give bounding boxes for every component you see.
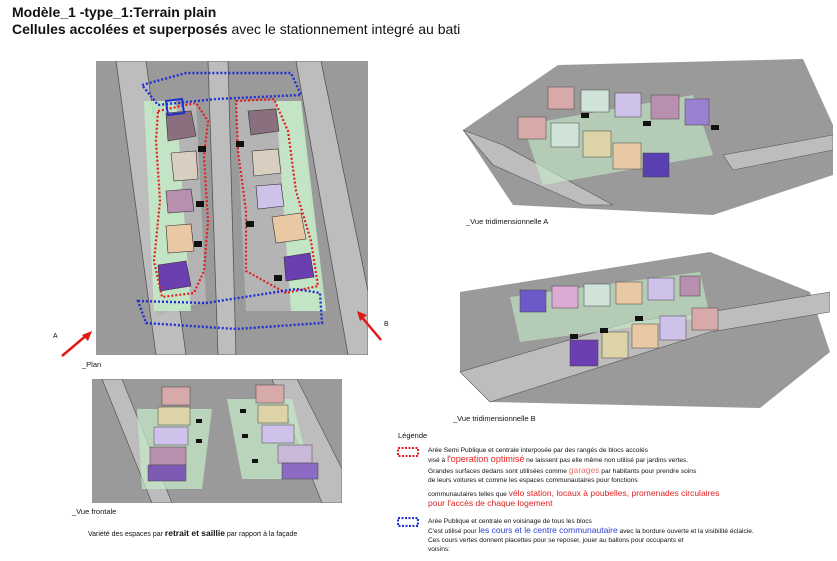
- plan-drawing: [96, 61, 368, 355]
- variety-bold: retrait et saillie: [164, 528, 225, 538]
- legend-red-line4: de leurs voitures et comme les espaces c…: [428, 477, 638, 484]
- frontal-view: [92, 379, 342, 503]
- view-b-caption: _Vue tridimensionnelle B: [453, 414, 536, 423]
- view-a: [463, 55, 833, 215]
- legend-title: Légende: [398, 431, 428, 440]
- plan-view: [96, 61, 368, 355]
- view-b: [460, 252, 830, 408]
- legend-blue-line2: C'est utilisé pour les cours et le centr…: [428, 525, 754, 536]
- subtitle-rest: avec le stationnement integré au bati: [227, 21, 461, 37]
- frontal-drawing: [92, 379, 342, 503]
- subtitle-bold: Cellules accolées et superposés: [12, 21, 228, 37]
- legend-red-line3: Grandes surfaces dedans sont utilisées c…: [428, 465, 697, 476]
- legend-blue-line4: voisins:: [428, 546, 450, 553]
- marker-a: A: [53, 333, 58, 340]
- legend-red-line5: communautaires telles que vélo station, …: [428, 488, 720, 499]
- plan-caption: _Plan: [82, 360, 102, 369]
- legend-blue-line1: Arée Publique et centrale en voisinage d…: [428, 518, 592, 525]
- view-a-drawing: [463, 59, 833, 215]
- legend-blue: Arée Publique et centrale en voisinage d…: [428, 517, 833, 554]
- legend-red-dotted-icon: [397, 447, 419, 457]
- legend-red: Arée Semi Publique et centrale interposé…: [428, 446, 828, 508]
- frontal-caption: _Vue frontale: [72, 507, 117, 516]
- view-b-drawing: [460, 252, 830, 408]
- legend-blue-dotted-icon: [397, 517, 419, 527]
- page-title: Modèle_1 -type_1:Terrain plain: [12, 4, 217, 20]
- variety-before: Variété des espaces par: [88, 531, 165, 538]
- view-a-caption: _Vue tridimensionnelle A: [466, 217, 549, 226]
- legend-blue-line3: Ces cours vertes donnent placettes pour …: [428, 537, 684, 544]
- arrow-a-icon: [61, 331, 92, 357]
- variety-after: par rapport à la façade: [224, 531, 298, 538]
- legend-red-line1: Arée Semi Publique et centrale interposé…: [428, 447, 648, 454]
- page-subtitle: Cellules accolées et superposés avec le …: [12, 21, 460, 37]
- legend-red-line2: visé à l'operation optimisé ne laissent …: [428, 454, 689, 465]
- marker-b: B: [384, 321, 389, 328]
- arrow-b-icon: [357, 311, 382, 341]
- legend-red-line6: pour l'accès de chaque logement: [428, 498, 553, 508]
- variety-note: Variété des espaces par retrait et saill…: [88, 528, 297, 538]
